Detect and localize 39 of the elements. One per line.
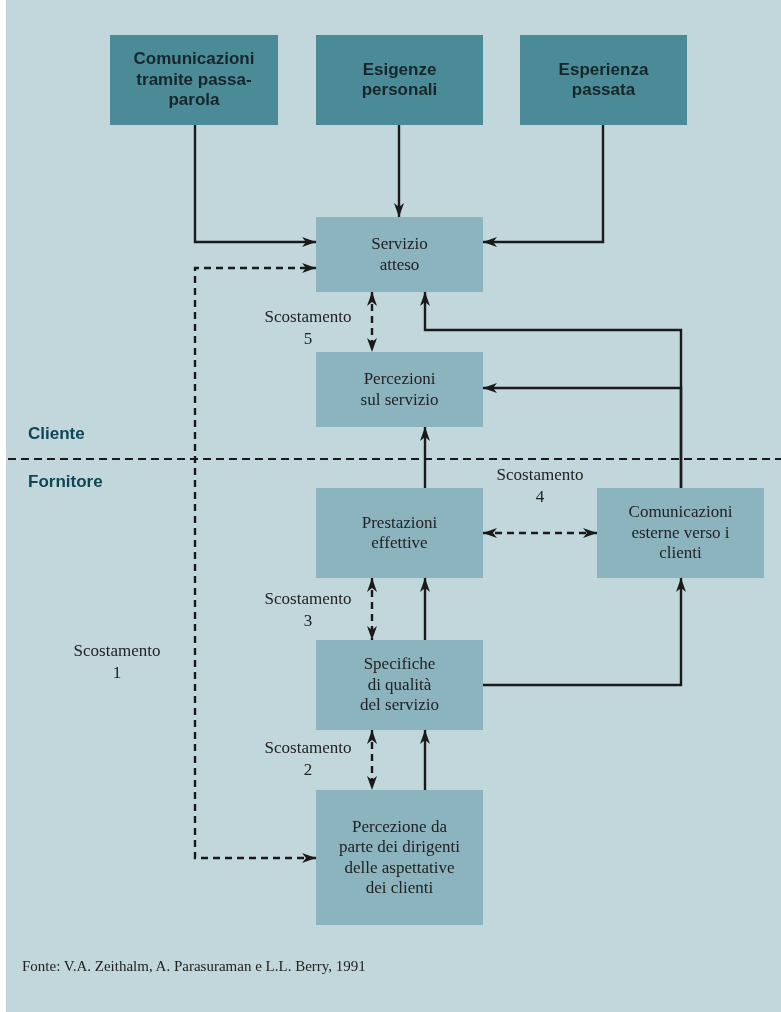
box-text: Percezioni sul servizio <box>359 369 440 410</box>
box-text: Prestazioni effettive <box>360 512 439 554</box>
process-box <box>316 352 483 427</box>
arrow <box>367 730 377 790</box>
arrow <box>193 125 316 247</box>
arrow <box>483 125 605 247</box>
arrow <box>367 292 377 352</box>
source-box <box>316 35 483 125</box>
edge-label: Scostamento 4 <box>496 464 584 509</box>
section-label: Fornitore <box>28 472 103 492</box>
source-box <box>520 35 687 125</box>
process-box <box>597 488 764 578</box>
source-caption: Fonte: V.A. Zeithalm, A. Parasuraman e L.L. Berry, 1991 <box>22 958 366 975</box>
arrow <box>483 528 597 538</box>
box-text: Comunicazioni esterne verso i clienti <box>627 502 734 564</box>
arrow <box>193 263 316 863</box>
arrow <box>420 427 430 488</box>
source-box <box>110 35 278 125</box>
arrow <box>483 383 683 488</box>
arrow <box>420 730 430 790</box>
arrow <box>367 578 377 640</box>
process-box <box>316 217 483 292</box>
box-text: Esperienza passata <box>557 59 650 101</box>
edge-label: Scostamento 3 <box>264 588 352 633</box>
process-box <box>316 640 483 730</box>
box-text: Comunicazioni tramite passa-parola <box>132 49 256 111</box>
box-text: Specifiche di qualità del servizio <box>359 654 440 716</box>
edge-label: Scostamento 5 <box>264 306 352 351</box>
process-box <box>316 488 483 578</box>
process-box <box>316 790 483 925</box>
arrow <box>483 578 686 687</box>
arrow <box>394 125 404 217</box>
section-label: Cliente <box>28 424 85 444</box>
arrow <box>420 578 430 640</box>
box-text: Servizio atteso <box>370 234 429 275</box>
box-text: Percezione da parte dei dirigenti delle aspettative dei clienti <box>338 816 461 899</box>
edge-label: Scostamento 1 <box>73 640 161 685</box>
box-text: Esigenze personali <box>360 59 439 101</box>
edge-label: Scostamento 2 <box>264 737 352 782</box>
